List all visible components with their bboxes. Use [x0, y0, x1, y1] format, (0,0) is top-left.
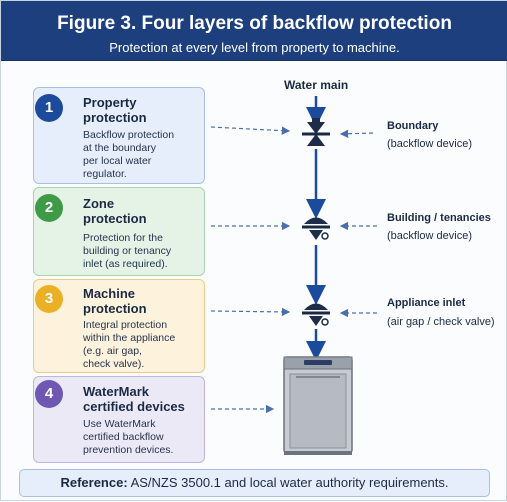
card-1-body-line: Backflow protection — [83, 129, 175, 141]
boundary-label-arrow — [339, 129, 374, 138]
card-2-body-line: building or tenancy — [83, 245, 172, 257]
card-3-title-line1: Machine — [83, 286, 136, 301]
card-1-title-line1: Property — [83, 95, 137, 110]
building-detail: (backflow device) — [387, 230, 472, 242]
card-3-title-line2: protection — [83, 301, 147, 316]
appliance-inlet-detail: (air gap / check valve) — [387, 316, 495, 328]
appliance-inlet-label: Appliance inlet — [387, 297, 466, 309]
card-1-body-line: at the boundary — [83, 142, 156, 154]
card-3-body-line: check valve). — [83, 358, 145, 370]
step-badge-1: 1 — [35, 94, 63, 122]
card-1-title-line2: protection — [83, 110, 147, 125]
card-2-title-line1: Zone — [83, 196, 115, 211]
card-4-title-line2: certified devices — [83, 399, 185, 414]
card-3-title: Machine protection — [83, 286, 203, 316]
card-3-body: Integral protection within the appliance… — [83, 319, 201, 371]
card-4-body: Use WaterMark certified backflow prevent… — [83, 418, 201, 457]
card-3-body-line: (e.g. air gap, — [83, 345, 142, 357]
backflow-valve-icon — [302, 118, 330, 146]
dishwasher-icon — [283, 356, 353, 455]
step-badge-4: 4 — [35, 380, 63, 408]
card-3-connector-arrow — [210, 307, 291, 317]
figure-title: Figure 3. Four layers of backflow protec… — [57, 13, 452, 34]
card-4-title: WaterMark certified devices — [83, 384, 203, 414]
card-1-body: Backflow protection at the boundary per … — [83, 129, 201, 181]
building-label: Building / tenancies — [387, 212, 491, 224]
reference-footer: Reference: AS/NZS 3500.1 and local water… — [19, 469, 490, 497]
card-4-body-line: Use WaterMark — [83, 418, 156, 430]
boundary-detail: (backflow device) — [387, 138, 472, 150]
card-4-body-line: certified backflow — [83, 431, 164, 443]
reference-key: Reference: — [60, 475, 128, 490]
card-1-body-line: regulator. — [83, 168, 127, 180]
card-4-body-line: prevention devices. — [83, 444, 174, 456]
water-main-label: Water main — [284, 78, 349, 92]
card-1-body-line: per local water — [83, 155, 152, 167]
card-3-body-line: Integral protection — [83, 319, 168, 331]
card-2-body-line: Protection for the — [83, 232, 163, 244]
card-1-connector-arrow — [210, 126, 291, 135]
card-3-body-line: within the appliance — [83, 332, 176, 344]
card-4-title-line1: WaterMark — [83, 384, 149, 399]
figure-subtitle: Protection at every level from property … — [109, 40, 400, 55]
backflow-valve-icon — [302, 303, 330, 326]
card-2-title-line2: protection — [83, 211, 147, 226]
card-2-body-line: inlet (as required). — [83, 258, 168, 270]
backflow-valve-icon — [302, 217, 330, 240]
step-badge-3: 3 — [35, 285, 63, 313]
boundary-label: Boundary — [387, 120, 439, 132]
card-2-title: Zone protection — [83, 196, 203, 226]
card-2-body: Protection for the building or tenancy i… — [83, 232, 201, 271]
figure-header: Figure 3. Four layers of backflow protec… — [1, 1, 507, 61]
card-1-title: Property protection — [83, 95, 203, 125]
step-badge-2: 2 — [35, 194, 63, 222]
reference-text: AS/NZS 3500.1 and local water authority … — [127, 475, 449, 490]
